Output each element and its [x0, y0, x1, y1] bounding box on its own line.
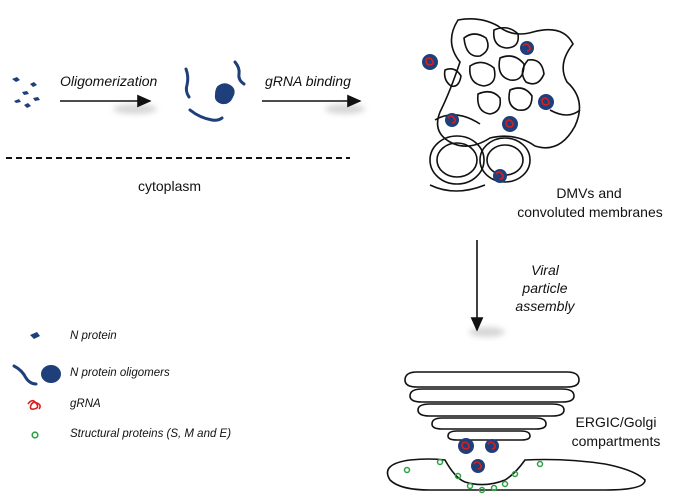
oligomerization-arrow [60, 94, 157, 114]
legend-grna-label: gRNA [70, 398, 101, 410]
legend-grna-icon [27, 399, 41, 410]
grna-binding-arrow [262, 94, 365, 114]
ergic-compartment [386, 458, 646, 491]
budding-np-grna-complexes [458, 438, 499, 473]
cytoplasm-label: cytoplasm [138, 178, 202, 194]
n-protein-oligomers-cluster [184, 60, 246, 122]
legend-n-protein-icon [30, 332, 40, 339]
legend-structural-label: Structural proteins (S, M and E) [70, 428, 232, 440]
golgi-stack [404, 371, 580, 441]
assembly-label-line2: particle [522, 280, 568, 296]
dmvs-label-line1: DMVs and [556, 185, 622, 201]
legend-n-protein-label: N protein [70, 330, 117, 342]
grna-binding-label: gRNA binding [265, 73, 351, 89]
n-protein-monomers [12, 77, 40, 108]
dmv-vesicles [429, 135, 531, 192]
structural-proteins [403, 458, 544, 494]
assembly-label-line1: Viral [531, 262, 559, 278]
assembly-arrow [469, 240, 505, 337]
ergic-label-line2: compartments [571, 433, 661, 449]
np-grna-complexes-dmv [422, 41, 554, 183]
dmvs-label-line2: convoluted membranes [517, 204, 663, 220]
legend-oligomer-icon [12, 364, 61, 386]
legend-oligomers-label: N protein oligomers [70, 367, 170, 379]
ergic-label-line1: ERGIC/Golgi [575, 414, 657, 430]
oligomerization-label: Oligomerization [60, 73, 158, 89]
legend-structural-icon [31, 431, 39, 439]
assembly-label-line3: assembly [515, 298, 575, 314]
